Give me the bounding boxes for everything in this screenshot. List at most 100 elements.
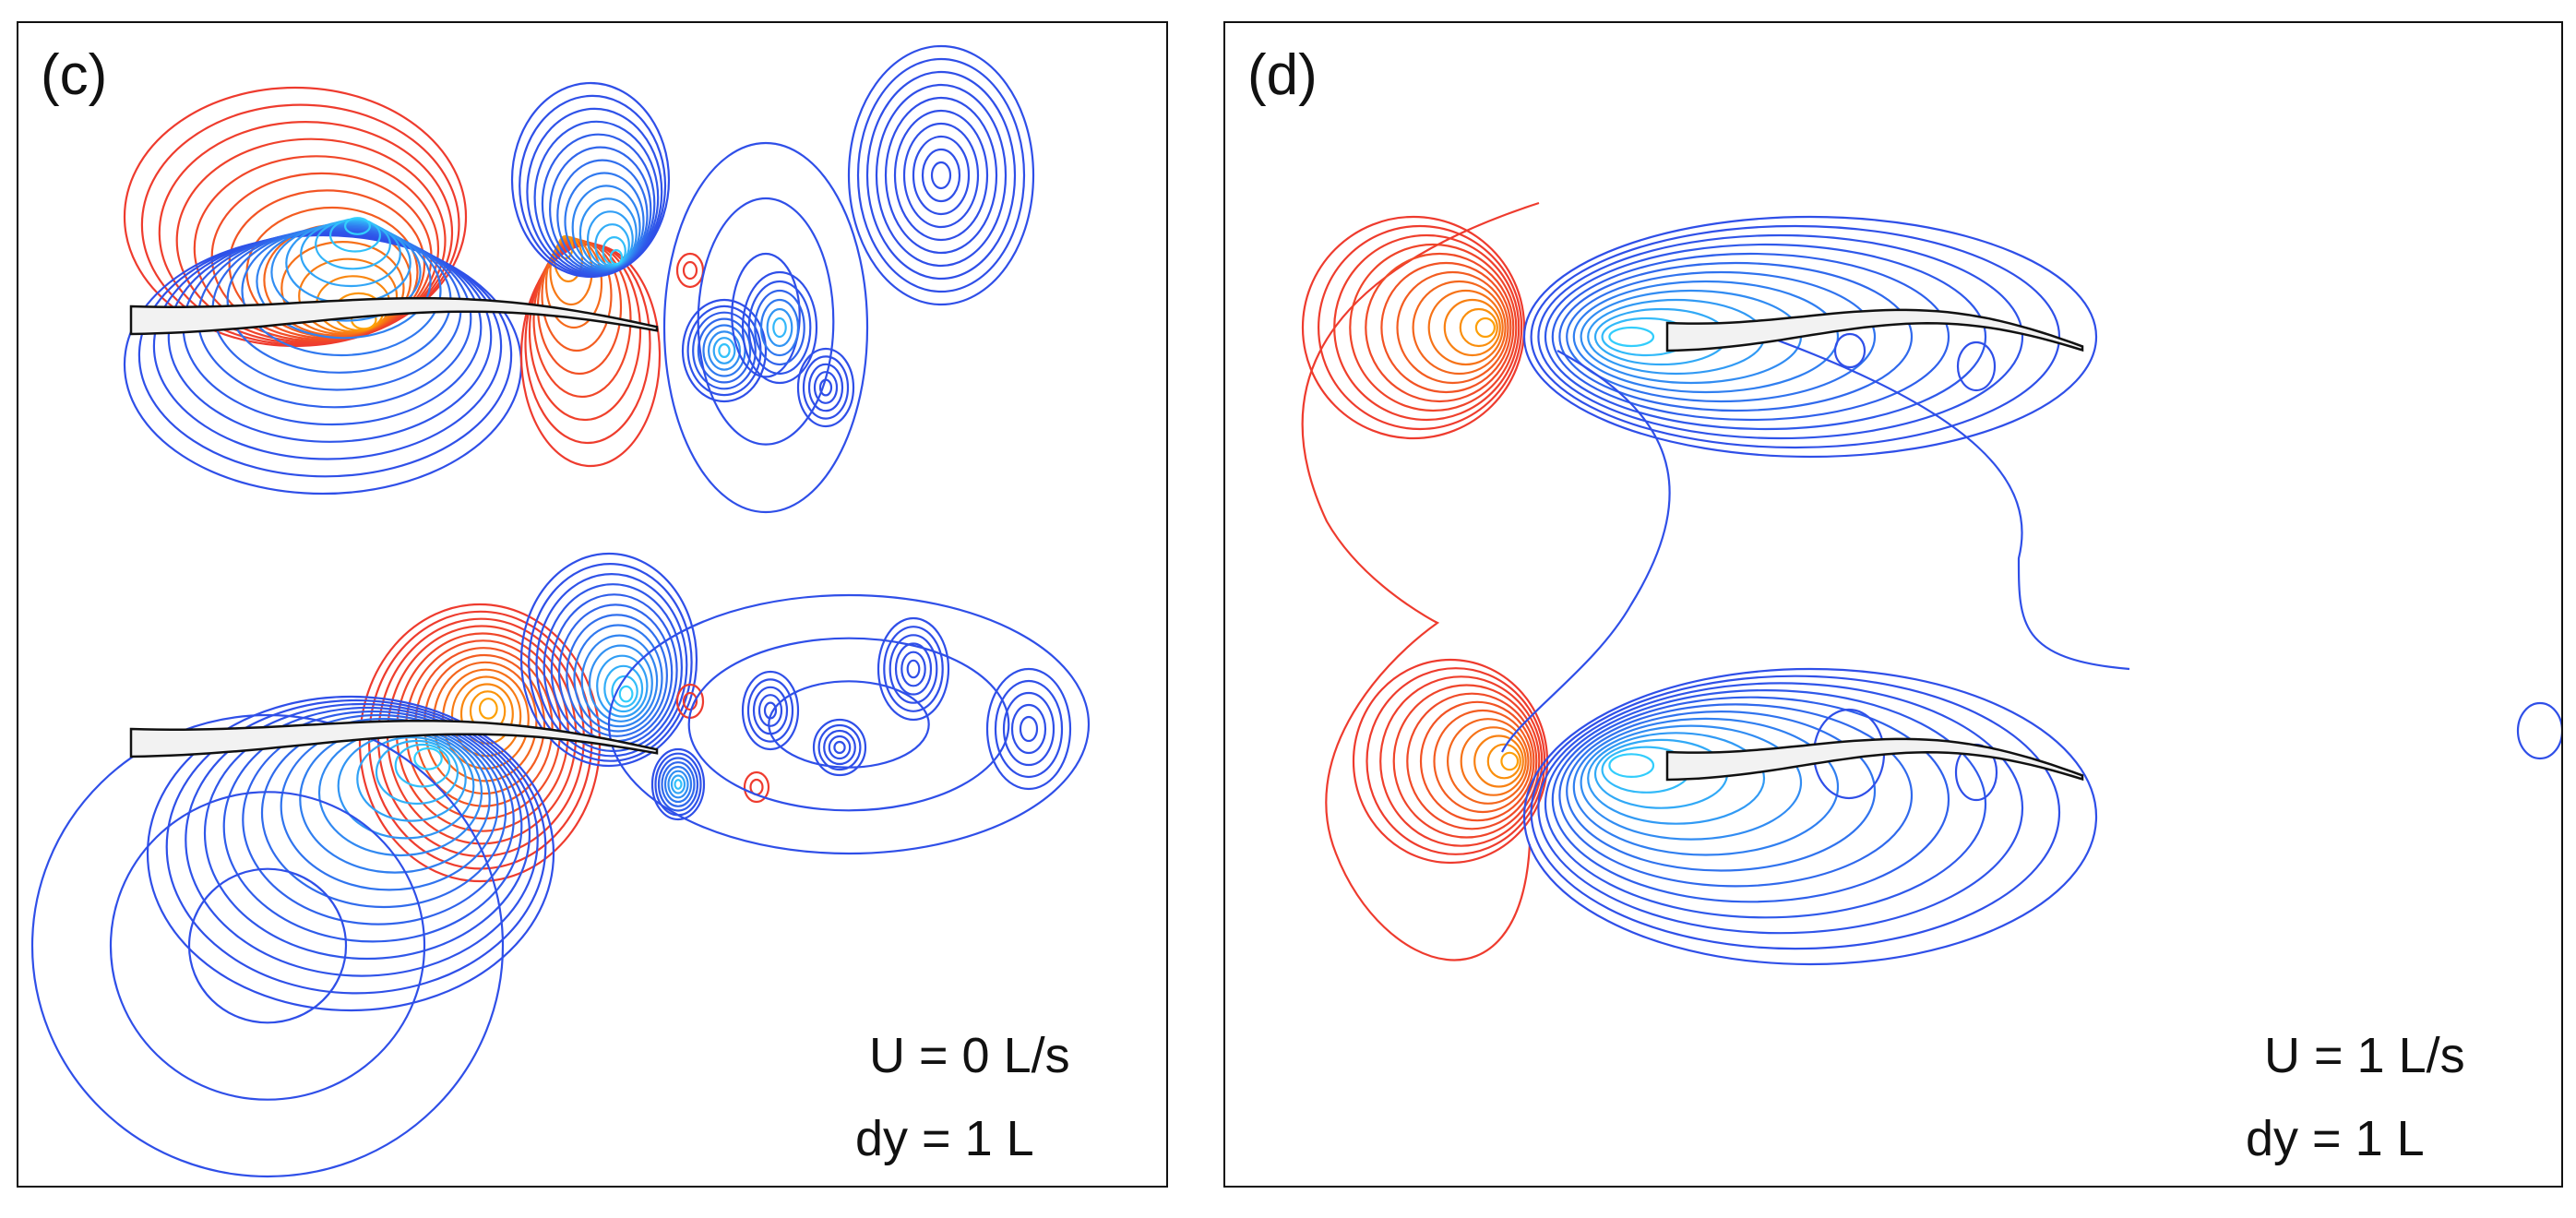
d-red-envelope: [1301, 201, 1540, 961]
c-lower-blue-wake-contour: [687, 637, 1010, 812]
d-upper-blue-wake-contour: [1566, 270, 1877, 403]
d-lower-red-lobe-contour: [1392, 684, 1541, 839]
c-lower-red-small-contour: [682, 691, 698, 711]
c-lower-blue-w1-contour: [763, 701, 778, 720]
c-lower-blue-tail-contour: [543, 583, 684, 753]
c-upper-blue-tail-contour: [587, 210, 634, 269]
c-lower-red-lobe-contour: [478, 698, 498, 720]
c-lower-foil: [129, 719, 659, 758]
c-lower-blue-w3-contour: [900, 651, 926, 687]
c-upper-blue-lobe-below-contour: [167, 231, 493, 443]
c-lower-blue-tail-contour: [618, 685, 634, 703]
c-lower-blue-w1-contour: [757, 694, 783, 727]
c-lower-red-dot-contour: [743, 770, 770, 804]
c-lower-blue-tail-contour: [611, 675, 638, 708]
c-lower-blue-lobe-contour: [203, 706, 531, 961]
c-lower-blue-tail-contour: [573, 624, 663, 733]
c-lower-blue-w3-contour: [906, 659, 921, 679]
c-upper-red-lobe-contour: [280, 241, 405, 336]
d-lower-blue-wake-contour: [1544, 689, 1987, 919]
c-upper-blue-wake3-contour: [802, 355, 850, 420]
d-lower-red-lobe-contour: [1419, 700, 1535, 822]
panel-label-d: (d): [1247, 43, 1318, 107]
d-upper-red-lobe-contour: [1427, 289, 1504, 366]
spacing-label-d: dy = 1 L: [2246, 1111, 2425, 1166]
c-lower-blue-lobe-contour: [394, 743, 451, 788]
c-lower-blue-tail-contour: [566, 614, 668, 737]
c-upper-blue-tail-contour: [594, 223, 630, 268]
c-lower-blue-w2-contour: [817, 723, 862, 771]
c-lower-blue-big-contour: [109, 791, 426, 1101]
c-upper-blue-tail-contour: [541, 133, 656, 274]
d-lower-red-lobe-contour: [1486, 743, 1521, 780]
c-lower-blue-w4-contour: [1010, 703, 1047, 755]
d-upper-blue-wake-contour: [1544, 243, 1987, 431]
c-lower-blue-w4-contour: [985, 667, 1072, 791]
foils-c: [129, 296, 659, 758]
d-upper-blue-wake-contour: [1558, 261, 1914, 412]
c-upper-blue-far-contour: [902, 122, 980, 229]
d-blob-1-contour: [1833, 332, 1866, 369]
c-upper-blue-wake1-contour: [731, 252, 801, 378]
c-lower-blue-tail-contour: [535, 573, 688, 758]
d-upper-red-lobe-contour: [1380, 261, 1512, 394]
c-lower-blue-core-contour: [670, 774, 686, 794]
c-upper-blue-core-contour: [712, 337, 736, 364]
d-blue-envelope: [1501, 326, 2130, 753]
d-lower-red-lobe-contour: [1379, 675, 1544, 847]
c-upper-blue-tail-contour: [602, 236, 626, 267]
d-upper-red-lobe-contour: [1333, 233, 1521, 422]
d-lower-foil: [1665, 737, 2084, 782]
c-upper-red-lobe-contour: [175, 137, 447, 343]
c-upper-blue-tail-contour: [510, 81, 671, 279]
d-upper-red-lobe-contour: [1443, 298, 1501, 357]
d-lower-red-lobe-contour: [1473, 734, 1524, 788]
c-lower-blue-lobe-contour: [413, 746, 443, 770]
c-lower-blue-w4-contour: [994, 679, 1064, 779]
c-upper-red-lobe-contour: [193, 155, 440, 342]
d-lower-red-lobe-contour: [1406, 692, 1538, 830]
d-lower-red-lobe-contour: [1500, 751, 1520, 771]
c-lower-blue-w3-contour: [883, 626, 944, 712]
c-upper-blue-far-contour: [847, 44, 1035, 306]
c-upper-foil: [129, 296, 659, 336]
c-upper-blue-tail-contour: [533, 120, 660, 275]
c-upper-red-lobe-contour: [140, 103, 460, 346]
d-upper-foil: [1665, 308, 2084, 352]
panel-c: (c) U = 0 L/s dy = 1 L: [17, 21, 1168, 1188]
c-upper-blue-far-contour: [921, 148, 961, 203]
c-lower-blue-lobe-contour: [260, 717, 507, 909]
c-upper-blue-wake2-contour: [772, 316, 787, 339]
d-lower-red-lobe-contour: [1433, 709, 1532, 814]
c-lower-blue-lobe-contour: [317, 728, 483, 857]
c-lower-blue-core-contour: [663, 765, 693, 804]
c-upper-blue-core-contour: [692, 311, 757, 390]
vorticity-contours-c: [30, 44, 1091, 1178]
d-upper-red-lobe-contour: [1396, 270, 1509, 385]
c-upper-blue-lobe-below-contour: [152, 232, 503, 460]
c-lower-blue-w3-contour: [888, 634, 938, 704]
c-lower-blue-lobe-contour: [185, 702, 539, 977]
c-lower-blue-lobe-contour: [222, 710, 523, 943]
c-upper-blue-far-contour: [856, 57, 1026, 293]
c-lower-blue-big-contour: [30, 713, 505, 1178]
c-lower-blue-wake-contour: [768, 680, 930, 769]
c-upper-blue-core-contour: [697, 317, 752, 384]
c-lower-blue-tail-contour: [603, 664, 644, 713]
c-lower-blue-w2-contour: [823, 729, 856, 766]
d-upper-red-lobe-contour: [1318, 224, 1523, 431]
c-upper-blue-far-contour: [912, 135, 971, 216]
c-lower-blue-core-contour: [657, 757, 699, 812]
panel-label-c: (c): [41, 43, 108, 107]
d-lower-blue-wake-contour: [1587, 732, 1766, 825]
c-upper-red-lobe-contour: [228, 189, 426, 340]
c-lower-blue-w2-contour: [828, 734, 852, 760]
c-upper-blue-wake2-contour: [754, 289, 805, 366]
c-lower-blue-core-contour: [667, 770, 689, 799]
c-upper-blue-core-contour: [718, 343, 731, 359]
c-lower-blue-tail-contour: [588, 644, 653, 722]
c-upper-blue-core-contour: [681, 298, 768, 403]
c-lower-blue-tail-contour: [580, 634, 659, 728]
c-upper-blue-wake2-contour: [741, 270, 818, 385]
c-upper-blue-far-contour: [930, 161, 952, 190]
